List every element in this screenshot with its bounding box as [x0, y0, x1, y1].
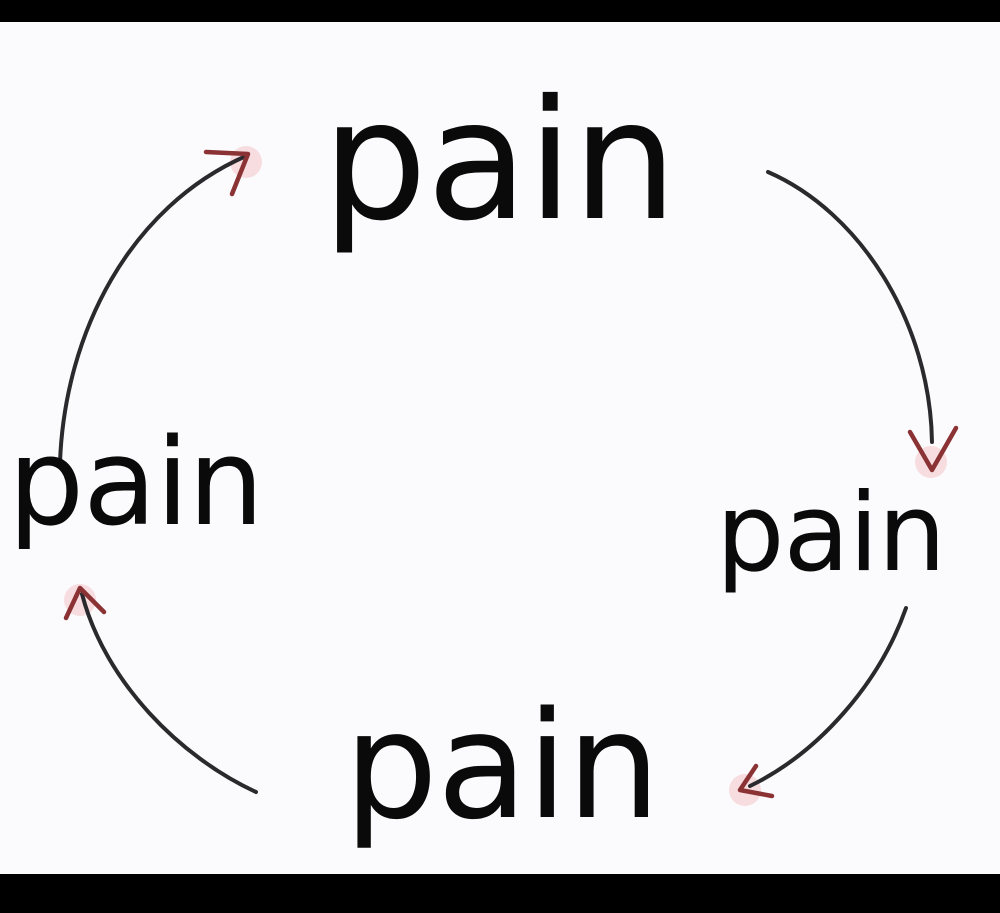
arrow-right-to-bottom	[737, 606, 908, 799]
arrowhead-icon	[203, 149, 251, 197]
arrow-left-to-top	[58, 149, 251, 464]
cycle-diagram: pain pain pain pain	[0, 22, 1000, 874]
node-label-top: pain	[322, 65, 677, 258]
cycle-arrows	[58, 146, 959, 806]
node-label-right: pain	[716, 471, 946, 596]
arrow-line	[58, 154, 248, 464]
node-label-left: pain	[8, 414, 264, 553]
arrow-line	[80, 592, 258, 794]
arrow-line	[748, 606, 908, 788]
arrowhead-icon	[907, 425, 959, 473]
arrowhead-icon	[63, 585, 107, 621]
arrow-line	[766, 170, 934, 444]
arrowhead-icon	[737, 763, 775, 799]
arrow-top-to-right	[766, 170, 959, 473]
arrow-bottom-to-left	[63, 585, 258, 794]
node-label-bottom: pain	[344, 680, 661, 852]
